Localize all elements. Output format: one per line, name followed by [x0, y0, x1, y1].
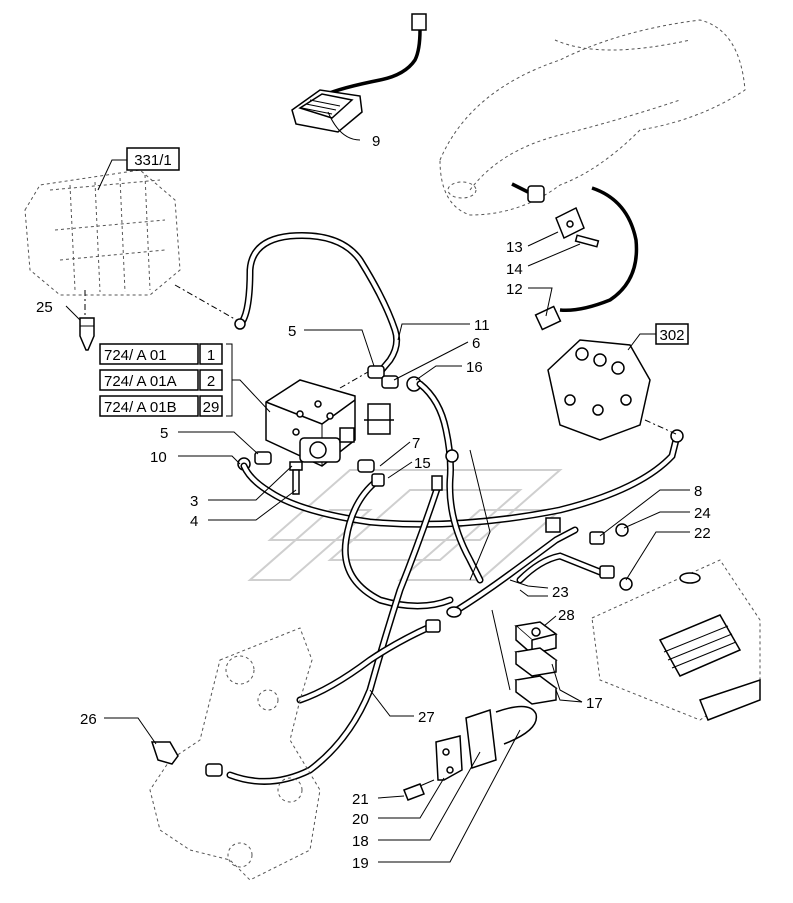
- fittings-upper: [367, 365, 422, 392]
- callout-labels: 9 13 14 12 5 11 6 16 5 10 7 15 3 4 8 24 …: [36, 133, 711, 872]
- bracket-part-18: [403, 705, 538, 801]
- watermark-logo: [247, 469, 563, 581]
- ref-table-724: 724/ A 01 1 724/ A 01A 2 724/ A 01B 29: [99, 343, 271, 417]
- callout-25: 25: [36, 299, 53, 316]
- callout-8: 8: [694, 483, 702, 500]
- hose-part-16: [416, 380, 484, 584]
- fittings-right: [589, 523, 633, 591]
- callout-14: 14: [506, 261, 523, 278]
- electrical-lead-part-12: [511, 182, 639, 331]
- fitting-part-7: [357, 459, 375, 473]
- callout-15: 15: [414, 455, 431, 472]
- hose-part-15: [341, 473, 454, 610]
- ref-box-302: 302: [627, 323, 689, 351]
- callout-19: 19: [352, 855, 369, 872]
- control-valve-331-1: [24, 169, 241, 323]
- clamp-part-17: [514, 647, 558, 705]
- fitting-part-25: [79, 317, 95, 351]
- pipe-part-23: [446, 517, 604, 618]
- tractor-cab-outline: [439, 19, 746, 216]
- callout-26: 26: [80, 711, 97, 728]
- ref-code-724-a01a: 724/ A 01A: [104, 373, 177, 390]
- callout-17: 17: [586, 695, 603, 712]
- hose-part-10: [240, 429, 684, 528]
- hose-part-27-second: [296, 619, 441, 704]
- foot-pedal-part-9: [291, 13, 427, 133]
- valve-block-724-a01: [265, 379, 394, 467]
- ref-code-724-a01b: 724/ A 01B: [104, 399, 177, 416]
- callout-4: 4: [190, 513, 198, 530]
- callout-18: 18: [352, 833, 369, 850]
- callout-24: 24: [694, 505, 711, 522]
- callout-12: 12: [506, 281, 523, 298]
- callout-9: 9: [372, 133, 380, 150]
- ref-box-331-1: 331/1: [97, 147, 180, 191]
- callout-6: 6: [472, 335, 480, 352]
- callout-5-lower: 5: [160, 425, 168, 442]
- callout-7: 7: [412, 435, 420, 452]
- callout-21: 21: [352, 791, 369, 808]
- leader-lines: [65, 111, 690, 863]
- ref-label-331-1: 331/1: [134, 152, 172, 169]
- callout-11: 11: [474, 317, 490, 334]
- ref-num-2: 2: [207, 373, 215, 390]
- callout-10: 10: [150, 449, 167, 466]
- control-valve-302: [547, 339, 677, 441]
- hose-part-11: [234, 232, 401, 376]
- ref-num-29: 29: [203, 399, 220, 416]
- callout-5-upper: 5: [288, 323, 296, 340]
- callout-22: 22: [694, 525, 711, 542]
- callout-23: 23: [552, 584, 569, 601]
- ref-label-302: 302: [659, 327, 684, 344]
- callout-28: 28: [558, 607, 575, 624]
- fitting-part-26: [150, 741, 223, 777]
- tank-outline: [591, 559, 761, 721]
- callout-3: 3: [190, 493, 198, 510]
- callout-27: 27: [418, 709, 435, 726]
- callout-20: 20: [352, 811, 369, 828]
- ref-code-724-a01: 724/ A 01: [104, 347, 167, 364]
- callout-16: 16: [466, 359, 483, 376]
- ref-num-1: 1: [207, 347, 215, 364]
- loader-frame-outline: [149, 627, 321, 881]
- callout-13: 13: [506, 239, 523, 256]
